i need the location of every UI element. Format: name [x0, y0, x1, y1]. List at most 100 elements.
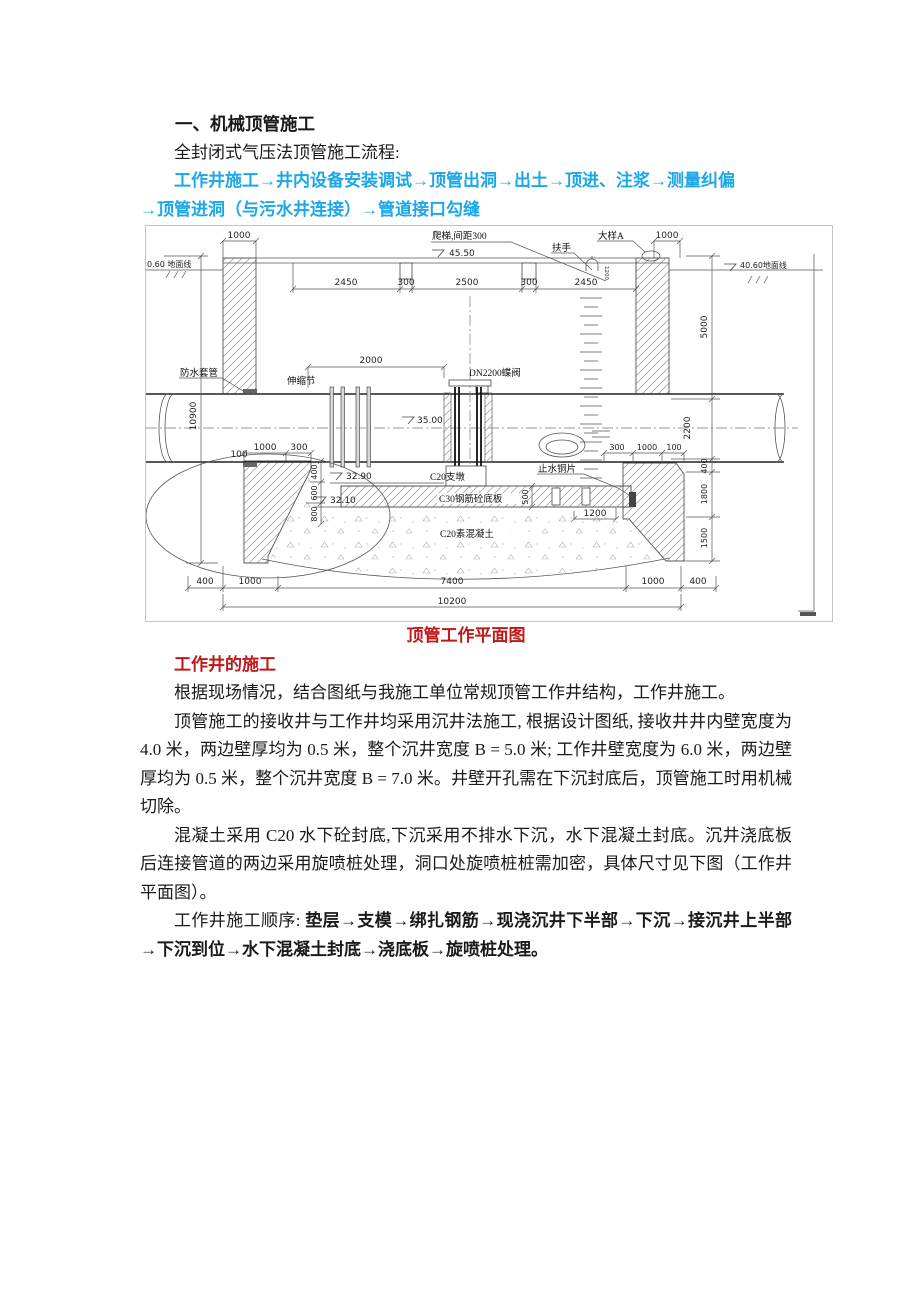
plain-concrete-label-bg [438, 528, 516, 539]
valve-label: DN2200蝶阀 [469, 367, 521, 379]
detail-a-note: 大样A [597, 230, 661, 262]
dim-300-b: 300 [520, 278, 537, 288]
dim-300-a: 300 [397, 278, 414, 288]
level-4550: 45.50 [432, 249, 475, 259]
level-3210-label: 32.10 [330, 496, 356, 506]
dim-800-left: 800 [310, 506, 319, 521]
waterstop-note: 止水铜片 [537, 463, 633, 498]
dim-5000-label: 5000 [700, 315, 710, 338]
shaft-section-svg: 2450 300 2500 300 2450 1000 1000 45.50 爬… [146, 230, 823, 616]
paragraph-3: 混凝土采用 C20 水下砼封底,下沉采用不排水下沉，水下混凝土封底。沉井浇底板后… [140, 825, 792, 902]
sheet-margin-line [798, 254, 815, 612]
dim-2000-label: 2000 [360, 356, 383, 366]
sleeve-note: 防水套管 [179, 367, 249, 395]
dim-500: 500 [521, 482, 536, 511]
paragraph-4-sequence: 垫层→支模→绑扎钢筋→现浇沉井下半部→下沉→接沉井上半部→下沉到位→水下混凝土封… [140, 911, 792, 959]
dim-7400: 7400 [441, 577, 464, 587]
top-wall-dims: 1000 1000 [219, 231, 684, 258]
dim-300-left: 300 [290, 443, 307, 453]
dim-300-right: 300 [609, 443, 624, 452]
title-stamp [800, 612, 816, 616]
shaft-section-drawing: 2450 300 2500 300 2450 1000 1000 45.50 爬… [145, 225, 833, 622]
dim-400-left: 400 [310, 464, 319, 479]
ground-right-label: 40.60地面线 [740, 260, 787, 270]
ground-hatch-right [747, 275, 769, 284]
slab-post-2 [581, 487, 591, 506]
section-heading: 工作井的施工 [174, 654, 276, 674]
dim-500-label: 500 [521, 489, 530, 504]
inner-width-dims: 2450 300 2500 300 2450 [289, 263, 640, 293]
dim-1500-label: 1500 [700, 528, 709, 548]
main-heading: 一、机械顶管施工 [175, 114, 315, 134]
dim-400-right: 400 [700, 458, 709, 473]
ground-right-note: 40.60地面线 [724, 260, 787, 272]
detail-a-label: 大样A [598, 230, 624, 242]
dim-10900-label: 10900 [189, 401, 199, 430]
level-3290-label: 32.90 [346, 472, 372, 482]
level-3290: 32.90 [330, 472, 444, 484]
right-upper-dims: 300 1000 100 [600, 443, 688, 463]
slab-label: C30钢筋砼底板 [439, 493, 503, 505]
dim-1000-topleft: 1000 [228, 231, 251, 241]
paragraph-4: 工作井施工顺序: 垫层→支模→绑扎钢筋→现浇沉井下半部→下沉→接沉井上半部→下沉… [140, 907, 792, 964]
ladder-note-label: 爬梯,间距300 [432, 230, 487, 242]
dim-2450-b: 2450 [575, 278, 598, 288]
dim-1000-br: 1000 [642, 577, 665, 587]
ground-hatch-left [165, 270, 187, 279]
dim-2450-a: 2450 [335, 278, 358, 288]
cover-post-left [399, 262, 413, 280]
dim-1800-label: 1800 [700, 484, 709, 504]
level-3500: 35.00 [402, 416, 443, 426]
dim-1000-left: 1000 [254, 443, 277, 453]
dim-400-br: 400 [689, 577, 706, 587]
dim-2200-label: 2200 [683, 416, 693, 439]
opening-oval-inner [545, 439, 579, 455]
oval-side-marks [592, 430, 610, 438]
process-flow-line1: 工作井施工→井内设备安装调试→顶管出洞→出土→顶进、注浆→测量纠偏 [174, 171, 735, 190]
handrail-dim-label: 1200 [603, 266, 609, 280]
figure-caption: 顶管工作平面图 [406, 626, 526, 645]
intro-line: 全封闭式气压法顶管施工流程: [174, 142, 400, 162]
opening-oval-outer [538, 432, 586, 458]
dim-2000: 2000 [304, 356, 448, 388]
level-3500-label: 35.00 [417, 416, 443, 426]
dim-1200-label: 1200 [584, 509, 607, 519]
paragraph-1: 根据现场情况，结合图纸与我施工单位常规顶管工作井结构，工作井施工。 [174, 683, 735, 702]
pipe-outline [146, 393, 784, 463]
concrete-bottom-curve [261, 557, 671, 580]
dim-100-right: 100 [666, 443, 681, 452]
detail-callout-ellipse [146, 453, 391, 579]
dim-10200-label: 10200 [438, 597, 467, 607]
expansion-joint-label: 伸缩节 [287, 375, 316, 387]
process-flow-line2: →顶管进洞（与污水井连接）→管道接口勾缝 [140, 199, 480, 219]
ground-left-label: 0.60 地面线 [147, 259, 191, 269]
butterfly-valve [443, 379, 493, 466]
dim-10900: 10900 [164, 252, 218, 567]
right-wall [635, 257, 670, 395]
left-upper-dims: 100 1000 300 [230, 443, 315, 461]
process-flow: 工作井施工→井内设备安装调试→顶管出洞→出土→顶进、注浆→测量纠偏 →顶管进洞（… [140, 167, 792, 224]
dim-1000-topright: 1000 [656, 231, 679, 241]
handrail-label: 扶手 [552, 242, 572, 254]
ladder [580, 297, 602, 479]
pier-label: C20支墩 [430, 471, 465, 483]
level-3210: 32.10 [314, 496, 386, 508]
level-4550-label: 45.50 [449, 249, 475, 259]
slab-label-bg [437, 493, 525, 504]
dim-2500: 2500 [456, 278, 479, 288]
expansion-joint [329, 386, 371, 468]
waterproof-sleeve-bottom [243, 463, 257, 467]
dim-600-left: 600 [310, 485, 319, 500]
right-vertical-dims: 5000 2200 400 1800 1500 [670, 252, 720, 565]
slab-post-1 [551, 487, 561, 506]
sleeve-label: 防水套管 [180, 367, 218, 379]
cover-slab [223, 257, 669, 264]
dim-100-left: 100 [230, 450, 247, 460]
dim-1200: 1200 [570, 508, 620, 523]
waterstop-label: 止水铜片 [538, 463, 576, 475]
paragraph-4-prefix: 工作井施工顺序: [174, 911, 306, 930]
waterproof-sleeve-top [243, 389, 257, 393]
plain-concrete-label: C20素混凝土 [440, 528, 494, 540]
bottom-dims: 400 1000 7400 1000 400 10200 [184, 566, 720, 611]
